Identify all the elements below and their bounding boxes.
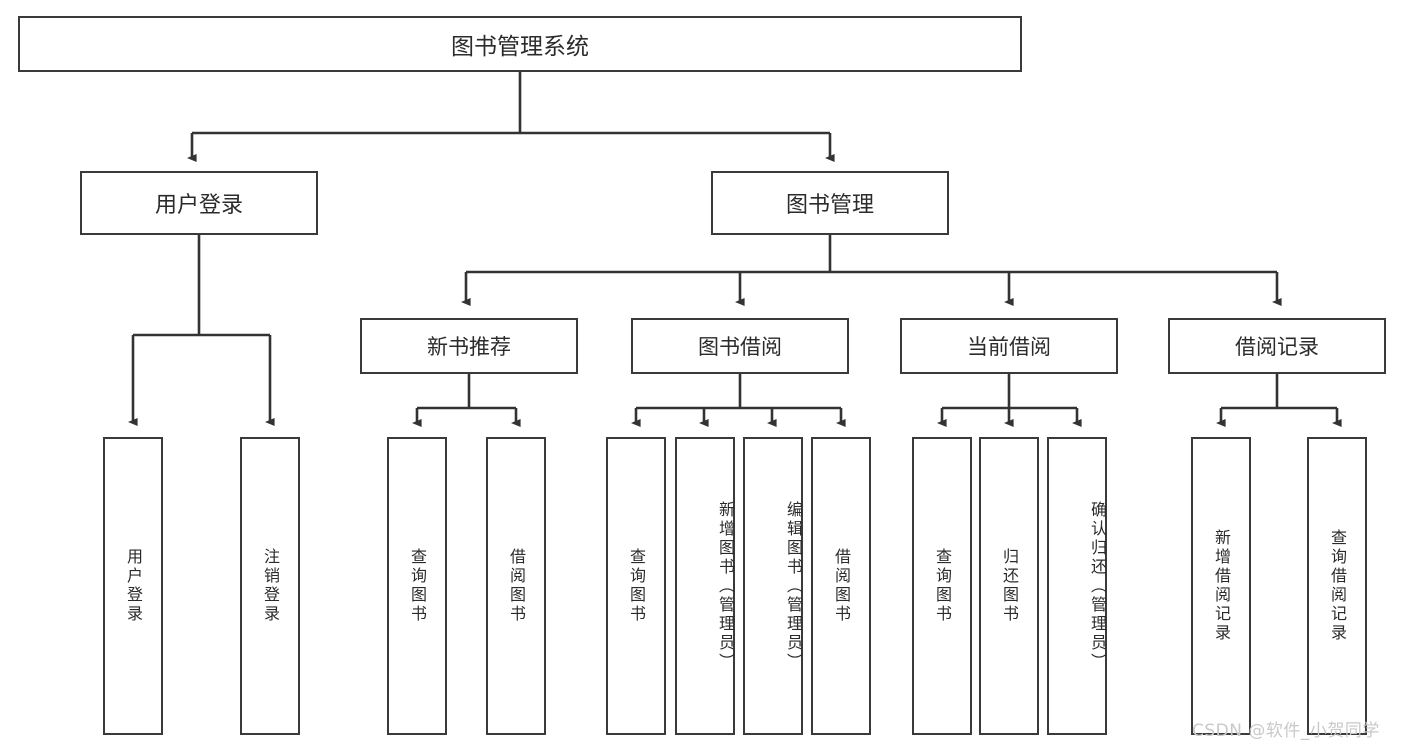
node-user-login[interactable]: 用户登录 xyxy=(80,171,318,235)
leaf-edit-book-admin[interactable]: 编辑图书（管理员） xyxy=(743,437,803,735)
leaf-return-book[interactable]: 归还图书 xyxy=(979,437,1039,735)
node-book-borrow[interactable]: 图书借阅 xyxy=(631,318,849,374)
node-current-borrow[interactable]: 当前借阅 xyxy=(900,318,1118,374)
leaf-confirm-return-admin[interactable]: 确认归还（管理员） xyxy=(1047,437,1107,735)
node-borrow-record[interactable]: 借阅记录 xyxy=(1168,318,1386,374)
leaf-query-borrow-record[interactable]: 查询借阅记录 xyxy=(1307,437,1367,735)
leaf-user-login[interactable]: 用户登录 xyxy=(103,437,163,735)
leaf-add-borrow-record[interactable]: 新增借阅记录 xyxy=(1191,437,1251,735)
leaf-add-book-admin[interactable]: 新增图书（管理员） xyxy=(675,437,735,735)
node-book-management[interactable]: 图书管理 xyxy=(711,171,949,235)
leaf-borrow-book[interactable]: 借阅图书 xyxy=(811,437,871,735)
watermark-text: CSDN @软件_小贺同学 xyxy=(1192,721,1380,741)
leaf-query-book-borrow[interactable]: 查询图书 xyxy=(606,437,666,735)
leaf-borrow-book-recommend[interactable]: 借阅图书 xyxy=(486,437,546,735)
leaf-query-book-recommend[interactable]: 查询图书 xyxy=(387,437,447,735)
node-new-book-recommendation[interactable]: 新书推荐 xyxy=(360,318,578,374)
node-root[interactable]: 图书管理系统 xyxy=(18,16,1022,72)
leaf-query-book-current[interactable]: 查询图书 xyxy=(912,437,972,735)
leaf-logout[interactable]: 注销登录 xyxy=(240,437,300,735)
